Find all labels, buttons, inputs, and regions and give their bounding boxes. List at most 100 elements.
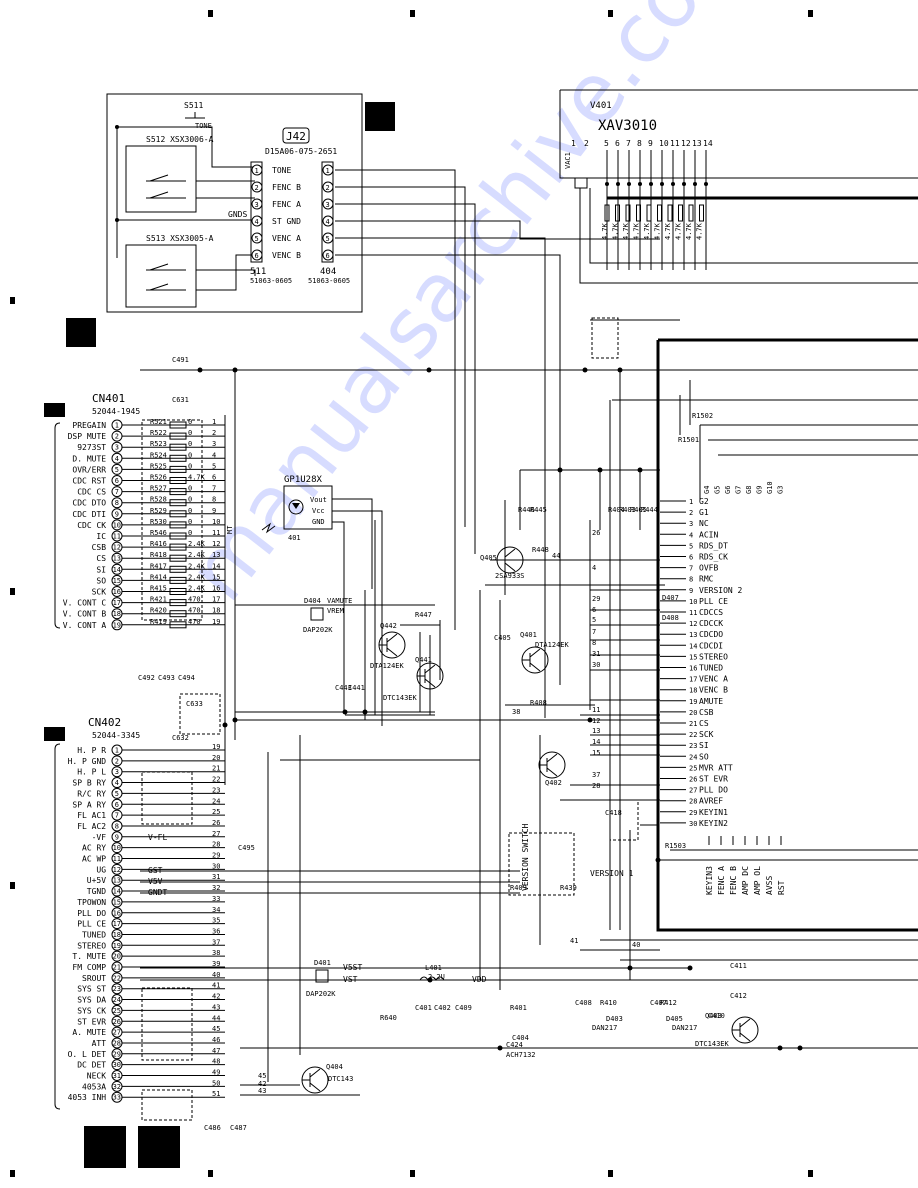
ic-pin-number: 12 (689, 620, 697, 628)
conn-pin-number: 2 (255, 184, 259, 192)
cn401-pin-label: CDC RST (72, 477, 106, 486)
cn402-pin-label: TPOWON (77, 898, 106, 907)
cn401-wire-number: 11 (212, 529, 220, 537)
transistor-leads (302, 1068, 321, 1092)
ic-pin-number: 16 (689, 665, 697, 673)
cn401-resistor (169, 543, 187, 551)
cn401-resistor-value: 2.4K (188, 540, 206, 548)
resistor-value: 4.7K (654, 222, 662, 240)
resistor-value: 4.7K (696, 222, 704, 240)
cn402-tag (44, 727, 65, 741)
conn404-name: 404 (320, 267, 336, 277)
capacitor-ref: C405 (494, 634, 511, 642)
cn402-wire-number: 51 (212, 1090, 220, 1098)
s511-label: TONE (195, 122, 212, 130)
gp-vout: Vout (310, 496, 327, 504)
ic-pin-number: 26 (689, 776, 697, 784)
ic-pin-number: 17 (689, 676, 697, 684)
cn401-resistor-value: 0 (188, 429, 192, 437)
cn401-wire-number: 5 (212, 462, 216, 470)
q405-ref: Q405 (480, 554, 497, 562)
cn402-pin-number: 21 (113, 964, 121, 972)
cn401-resistor (169, 599, 187, 607)
ic-top-pin-number: 10 (659, 139, 669, 148)
cn401-resistor-ref: R521 (150, 418, 167, 426)
cn401-wire-number: 8 (212, 496, 216, 504)
cn402-pin-label: TUNED (82, 930, 106, 939)
s513-ref: S513 XSX3005-A (146, 234, 214, 243)
cn401-resistor (169, 465, 187, 473)
ic-top-pin-label: G8 (745, 486, 753, 494)
cn402-pin-label: R/C RY (77, 789, 106, 798)
cn401-pin-label: CDC DTI (72, 510, 106, 519)
capacitor-ref: C487 (230, 1124, 247, 1132)
cn402-pin-label: 4053 INH (68, 1093, 107, 1102)
conn-pin-number: 4 (326, 218, 330, 226)
cn401-resistor-value: 4.7K (188, 474, 206, 482)
ic-top-pin-number: 14 (703, 139, 713, 148)
ic-top-pin-number: 2 (584, 139, 589, 148)
cn401-pin-label: IC (96, 532, 106, 541)
ic-top-pin-label: G4 (703, 486, 711, 494)
junction-dot (704, 182, 708, 186)
cn401-pin-label: CDC CS (77, 488, 106, 497)
pin-fenc-a: FENC A (272, 200, 301, 209)
ic-bottom-pin-label: AMP DC (741, 866, 750, 895)
wire-number: 15 (592, 749, 600, 757)
cn401-pin-number: 14 (113, 566, 121, 574)
q404-ref: Q404 (326, 1063, 343, 1071)
wire-number: 29 (592, 595, 600, 603)
cn401-pin-number: 5 (115, 466, 119, 474)
ic-pin-label: ST EVR (699, 775, 728, 784)
ic-pin-number: 18 (689, 687, 697, 695)
transistor-leads (539, 753, 558, 777)
resistor-ref: R405 (630, 506, 647, 514)
grid-block-bottom-2 (138, 1126, 180, 1168)
cn401-pin-number: 13 (113, 555, 121, 563)
wire-number: 26 (592, 529, 600, 537)
resistor-ref: R412 (660, 999, 677, 1007)
d405-ref: D405 (666, 1015, 683, 1023)
cn401-wire-number: 2 (212, 429, 216, 437)
cn402-resistor-group-1 (141, 771, 193, 825)
cn402-wire-number: 24 (212, 797, 220, 805)
cn401-resistor (169, 532, 187, 540)
conn-pin-circle (322, 249, 334, 261)
ic-pullup-resistor (625, 204, 631, 222)
cn401-resistor-ref: R529 (150, 507, 167, 515)
cn402-pin-label: DC DET (77, 1061, 106, 1070)
cn402-pin-number: 30 (113, 1061, 121, 1069)
capacitor-ref: C412 (730, 992, 747, 1000)
cn401-resistor (169, 454, 187, 462)
resistor-value: 4.7K (633, 222, 641, 240)
cn401-pin-label: SCK (92, 588, 107, 597)
conn-pin-circle (251, 164, 263, 176)
cn402-pin-number: 6 (115, 801, 119, 809)
capacitor-ref: C633 (186, 700, 203, 708)
cn401-wire-number: 14 (212, 562, 220, 570)
resistor-ref: R408 (530, 699, 547, 707)
cn401-pin-label: OVR/ERR (72, 465, 106, 474)
conn511-part: 51063-0605 (250, 277, 292, 285)
ic-pin-number: 27 (689, 787, 697, 795)
ic-pin-number: 28 (689, 798, 697, 806)
conn-pin-circle (251, 198, 263, 210)
gp-name: GP1U28X (284, 475, 323, 485)
cn402-wire-number: 47 (212, 1047, 220, 1055)
ic-pin-label: SI (699, 741, 709, 750)
cn402-pin-label: STEREO (77, 941, 106, 950)
conn-pin-number: 1 (255, 167, 259, 175)
c613-group (591, 317, 619, 359)
cn401-pin-number: 8 (115, 499, 119, 507)
cn401-resistor-ref: R418 (150, 551, 167, 559)
gp-vcc: Vcc (312, 507, 325, 515)
cn402-pin-label: TGND (87, 887, 106, 896)
cn401-wire-number: 4 (212, 451, 216, 459)
ic-pin-label: VERSION 2 (699, 586, 743, 595)
cn402-pin-label: UG (96, 865, 106, 874)
cn402-pin-label: FL AC1 (77, 811, 106, 820)
cn401-resistor-value: 0 (188, 451, 192, 459)
resistor-value: 4.7K (622, 222, 630, 240)
junction-dot (693, 182, 697, 186)
l401-ref: L401 (425, 964, 442, 972)
